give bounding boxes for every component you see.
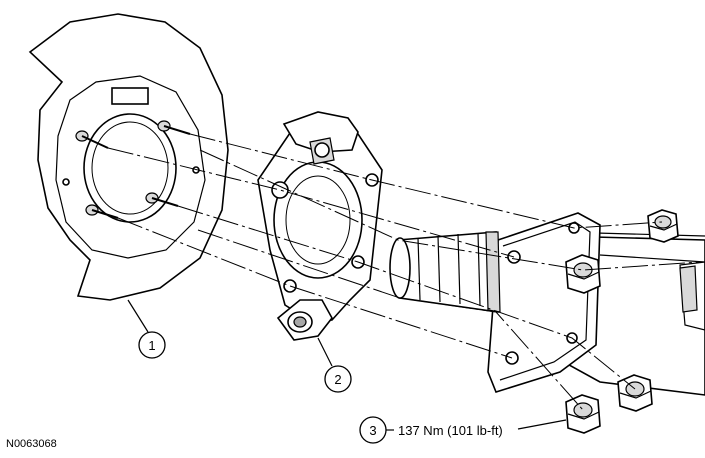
brake-backing-plate	[28, 13, 229, 301]
callout-number: 2	[334, 372, 341, 387]
bracket-hole	[283, 279, 297, 293]
wheel-stud	[85, 204, 119, 219]
callout-2: 2	[317, 337, 352, 393]
wheel-stud	[75, 130, 109, 149]
figure-id: N0063068	[6, 438, 57, 450]
torque-spec-label: 137 Nm (101 lb-ft)	[398, 423, 503, 438]
wheel-stud	[145, 192, 179, 207]
flange-hole	[505, 351, 519, 365]
wheel-stud	[157, 120, 191, 135]
callout-1: 1	[127, 299, 166, 359]
lug-nut	[565, 394, 601, 434]
lug-nut	[565, 254, 601, 294]
alignment-lines	[107, 133, 701, 411]
callout-3: 3 137 Nm (101 lb-ft)	[359, 416, 567, 444]
caliper-anchor-bracket	[257, 111, 383, 341]
axle-housing	[487, 212, 705, 396]
lug-nut	[617, 374, 653, 412]
callout-number: 3	[369, 423, 376, 438]
callout-number: 1	[148, 338, 155, 353]
lug-nut	[647, 209, 679, 243]
bracket-hole	[271, 181, 289, 199]
axle-shaft	[389, 231, 501, 313]
